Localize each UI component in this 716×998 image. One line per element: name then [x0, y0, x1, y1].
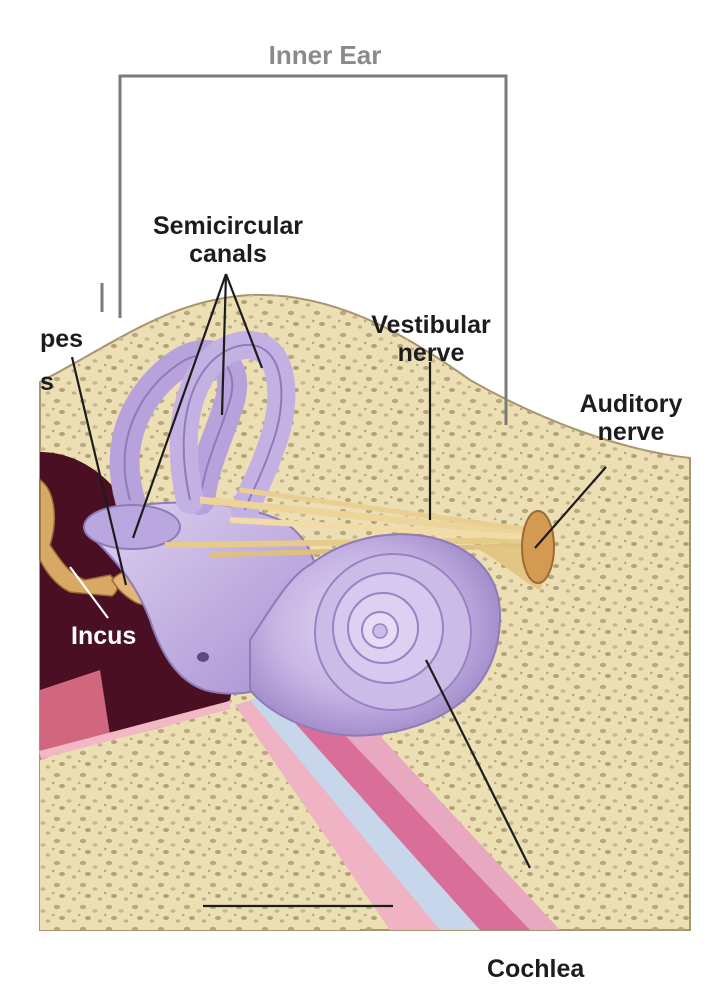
- leader-lines: [69, 273, 607, 908]
- label-auditory-nerve: Auditory nerve: [560, 390, 702, 446]
- label-vestibular-line1: Vestibular: [371, 311, 491, 339]
- semicircular-canal-lateral: [83, 504, 181, 550]
- incus-bone: [39, 478, 118, 597]
- label-semicircular-line1: Semicircular: [152, 212, 304, 240]
- auditory-nerve-stump: [521, 510, 555, 584]
- label-cochlea: Cochlea: [487, 955, 585, 983]
- label-semicircular-line2: canals: [189, 240, 267, 268]
- label-auditory-line1: Auditory: [579, 390, 683, 418]
- label-vestibular-nerve: Vestibular nerve: [340, 311, 522, 367]
- label-stapes-partial: pes: [40, 325, 84, 353]
- inner-ear-bracket: [118, 74, 508, 425]
- label-partial-s: s: [40, 368, 54, 396]
- label-vestibular-line2: nerve: [397, 339, 465, 367]
- label-semicircular-canals: Semicircular canals: [114, 212, 342, 268]
- title-inner-ear: Inner Ear: [268, 40, 382, 70]
- label-auditory-line2: nerve: [597, 418, 665, 446]
- label-incus: Incus: [71, 622, 137, 650]
